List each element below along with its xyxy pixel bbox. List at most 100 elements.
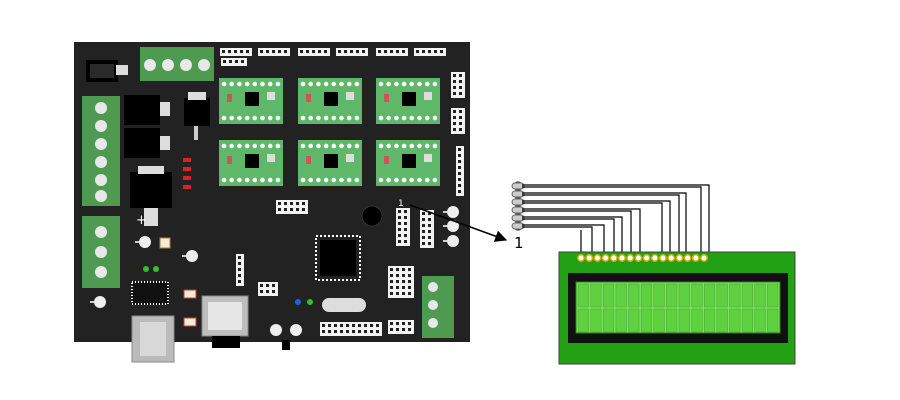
transistor — [443, 220, 459, 232]
connector-pin-body — [511, 214, 525, 222]
smd-component-3 — [183, 317, 197, 327]
lcd-cell — [615, 283, 627, 308]
lcd-cell — [767, 308, 779, 333]
top-header-small — [221, 58, 247, 66]
dc-power-jack — [201, 295, 249, 348]
stepper-drivers — [219, 78, 440, 186]
buzzer — [361, 205, 383, 227]
lcd-pin — [650, 254, 659, 262]
lcd-cell — [703, 308, 716, 333]
center-header — [276, 200, 308, 214]
lcd-cell — [590, 308, 602, 333]
lcd-header-pins — [577, 254, 708, 262]
lcd-cell — [653, 283, 665, 308]
terminal-screw — [95, 102, 107, 114]
smd-component-2 — [183, 289, 197, 299]
stepper-driver — [298, 78, 362, 124]
smd-component-1 — [159, 237, 171, 249]
terminal-screw — [95, 156, 107, 168]
wire — [522, 184, 710, 256]
transistor — [135, 236, 151, 248]
connector-pin-body — [511, 206, 525, 214]
wiring-harness — [511, 181, 710, 256]
wire — [522, 224, 605, 256]
aux-header — [420, 210, 434, 248]
lcd-cell — [678, 308, 690, 333]
lcd-pin — [659, 254, 667, 262]
top-header — [414, 48, 446, 56]
wire — [522, 226, 593, 256]
mosfet-1 — [124, 95, 170, 125]
terminal-screw — [95, 266, 107, 278]
lcd-cell — [754, 283, 766, 308]
lcd-cell — [691, 308, 703, 333]
lcd-cell — [666, 283, 678, 308]
led-green-left-2 — [153, 266, 159, 272]
bottom-header — [388, 266, 414, 298]
terminal-screw — [95, 246, 107, 258]
mosfet-2 — [124, 128, 170, 158]
lcd-cell — [628, 283, 640, 308]
lcd-cell — [615, 308, 627, 333]
wire — [522, 200, 671, 256]
led-blue — [295, 299, 301, 305]
connector-pin-body — [511, 182, 525, 190]
top-header — [376, 48, 408, 56]
lcd-cell — [729, 308, 741, 333]
lcd-cell — [754, 308, 766, 333]
lcd-cell — [628, 308, 640, 333]
lcd-cell — [741, 283, 754, 308]
top-header — [220, 48, 252, 56]
lcd-cell — [577, 308, 589, 333]
wire — [522, 192, 687, 256]
terminal-screw — [95, 226, 107, 238]
lcd-cell — [691, 283, 703, 308]
voltage-regulator — [86, 60, 128, 82]
lcd-pin — [667, 254, 676, 262]
lcd-pin — [683, 254, 692, 262]
lcd-pin — [700, 254, 708, 262]
crystal-oscillator — [322, 298, 366, 312]
small-header — [236, 254, 244, 286]
terminal-screws — [95, 102, 107, 278]
terminal-screw — [95, 190, 107, 202]
lcd-pin — [577, 254, 585, 262]
top-header — [258, 48, 290, 56]
lcd-cell — [602, 283, 615, 308]
terminal-screw — [95, 138, 107, 150]
aux-header — [396, 208, 410, 246]
bottom-long-header — [320, 322, 382, 336]
terminal-screw — [95, 174, 107, 186]
transistor — [443, 206, 459, 218]
stepper-driver — [298, 140, 362, 186]
pin-headers — [220, 48, 465, 336]
lcd-pin — [601, 254, 610, 262]
bottom-header-small — [388, 320, 414, 334]
pin1-arrow — [409, 204, 508, 242]
lcd-cell — [602, 308, 615, 333]
transistor — [90, 296, 106, 308]
reset-button — [270, 324, 302, 350]
left-terminal-upper — [82, 96, 120, 206]
stepper-driver — [376, 78, 440, 124]
svg-text:+: + — [136, 213, 147, 228]
mosfet-3 — [184, 92, 210, 140]
stepper-driver — [376, 140, 440, 186]
connector-pin-body — [511, 222, 525, 230]
lcd-pin — [618, 254, 626, 262]
lcd-cell — [767, 283, 779, 308]
top-power-terminal — [140, 47, 214, 81]
lcd-cell — [716, 308, 728, 333]
lcd-cell — [716, 283, 728, 308]
wire — [522, 208, 641, 256]
lcd-pin — [626, 254, 635, 262]
terminal-screw — [95, 120, 107, 132]
transistors — [90, 206, 459, 308]
usb-b-connector — [131, 315, 175, 363]
lcd-cell — [666, 308, 678, 333]
top-header — [336, 48, 368, 56]
lcd-cell — [640, 308, 653, 333]
lcd-cell — [678, 283, 690, 308]
